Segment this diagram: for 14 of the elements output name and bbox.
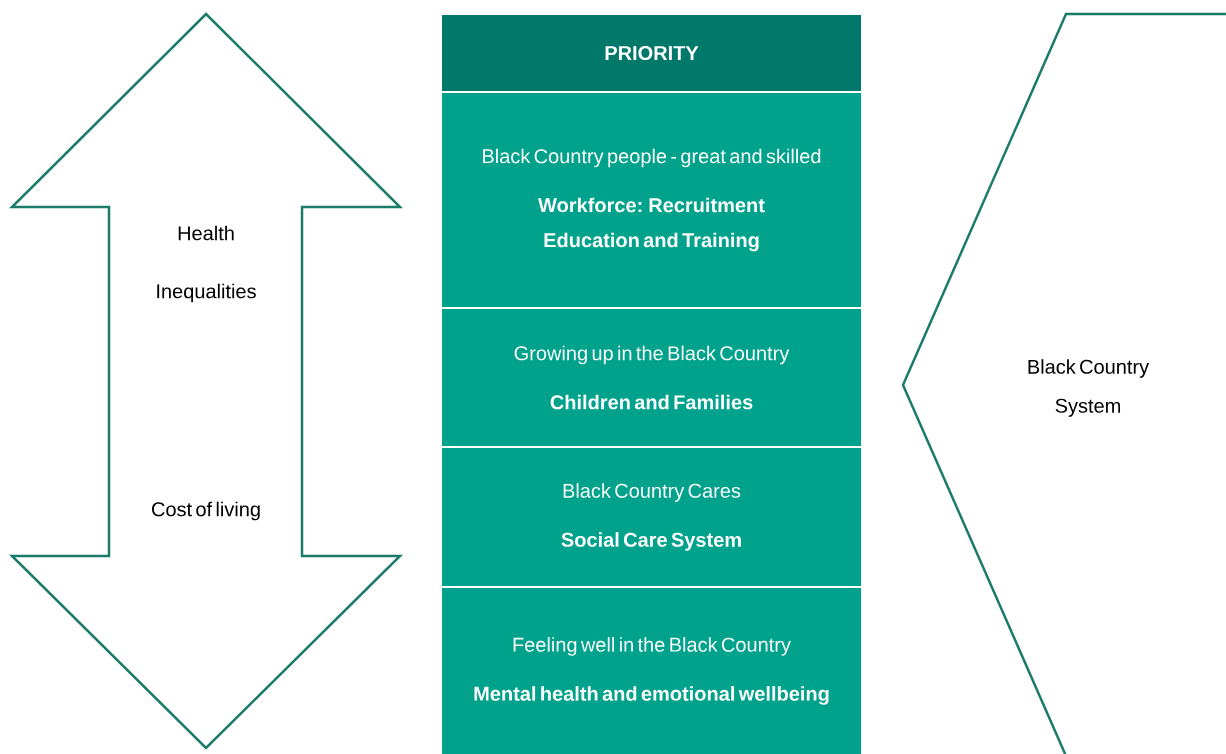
priority-cell: Black Country Cares Social Care System	[442, 448, 861, 586]
header-cell: PRIORITY	[442, 15, 861, 91]
node-label: Black Country people - great and skilled	[483, 148, 821, 168]
priority-cell: Black Country people - great and skilled Workforce: Recruitment Education and Training	[442, 93, 861, 307]
chevron: Black Country System	[901, 12, 1226, 754]
node-label: Social Care System	[561, 532, 741, 551]
node-label: Workforce: Recruitment Education and Training	[538, 197, 765, 252]
node-label: Black Country Cares	[563, 483, 741, 502]
priority-cell: Growing up in the Black Country Children and Families	[442, 309, 861, 446]
node-label: Growing up in the Black Country	[514, 345, 790, 365]
node-label: Feeling well in the Black Country	[513, 637, 791, 656]
node-label: Children and Families	[550, 394, 753, 410]
priority-cell: Feeling well in the Black Country Mental health and emotional wellbeing	[442, 588, 861, 754]
node-label: Mental health and emotional wellbeing	[474, 686, 829, 705]
